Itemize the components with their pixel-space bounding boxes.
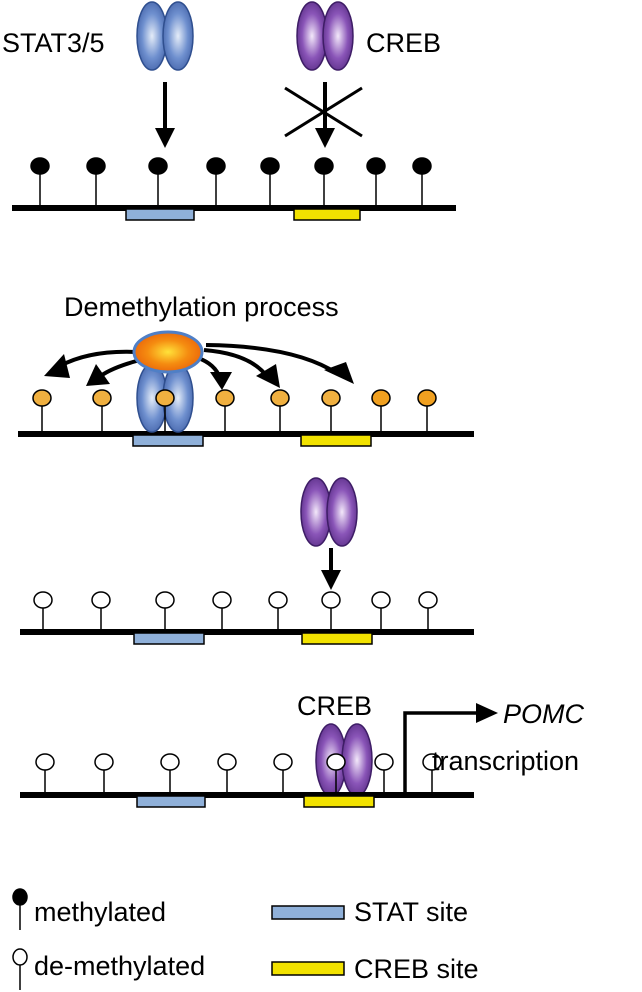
stat-site-4 [136, 795, 206, 808]
creb-protein-label: CREB [366, 28, 441, 58]
methylated-legend-icon [12, 888, 28, 930]
creb-binding-arrow [321, 548, 341, 590]
creb-site-4 [303, 795, 375, 808]
panel-4-transcription: CREB POMC transcription [20, 691, 585, 808]
cpg-lollipops-methylated [30, 157, 432, 208]
stat-site-2 [132, 434, 204, 447]
legend-stat-site-text: STAT site [354, 897, 468, 927]
creb-site-2 [300, 434, 372, 447]
creb-site-legend-swatch [271, 961, 345, 976]
creb-bound-label: CREB [297, 691, 372, 721]
creb-site-3 [301, 632, 373, 645]
stat-binding-arrow [155, 82, 175, 148]
creb-bound-protein [315, 723, 373, 797]
panel-3-demethylated [20, 477, 474, 645]
legend-creb-site-text: CREB site [354, 954, 479, 984]
stat35-bound-protein [136, 363, 194, 434]
stat-site-3 [133, 632, 205, 645]
creb-site-1 [293, 208, 361, 221]
demethylation-arrowheads [44, 354, 354, 390]
cpg-lollipops-demethylated-4 [35, 753, 293, 794]
block-cross-icon [284, 86, 363, 138]
legend-methylated-text: methylated [34, 897, 166, 927]
demethylase-enzyme [132, 330, 204, 374]
demethylation-process-label: Demethylation process [64, 292, 339, 322]
stat35-protein [136, 1, 194, 71]
panel-1-methylated: STAT3/5 CREB [2, 1, 456, 221]
demethylated-legend-icon [12, 948, 28, 990]
panel-2-demethylation: Demethylation process [18, 292, 474, 447]
stat-protein-label: STAT3/5 [2, 28, 105, 58]
creb-protein-top [296, 1, 354, 71]
cpg-lollipops-partial [32, 389, 437, 434]
stat-site-legend-swatch [271, 905, 345, 920]
pomc-gene-label: POMC [503, 699, 585, 729]
cpg-lollipops-demethylated-3 [33, 591, 438, 632]
legend-demethylated-text: de-methylated [34, 951, 205, 981]
legend: methylated de-methylated STAT site CREB … [12, 888, 479, 990]
cpg-lollipops-demethylated-4b [374, 753, 442, 794]
transcription-start-arrow [403, 703, 498, 795]
transcription-label: transcription [432, 746, 579, 776]
creb-protein-middle [300, 477, 358, 547]
stat-site-1 [125, 208, 195, 221]
creb-blocked-arrow [315, 82, 335, 148]
